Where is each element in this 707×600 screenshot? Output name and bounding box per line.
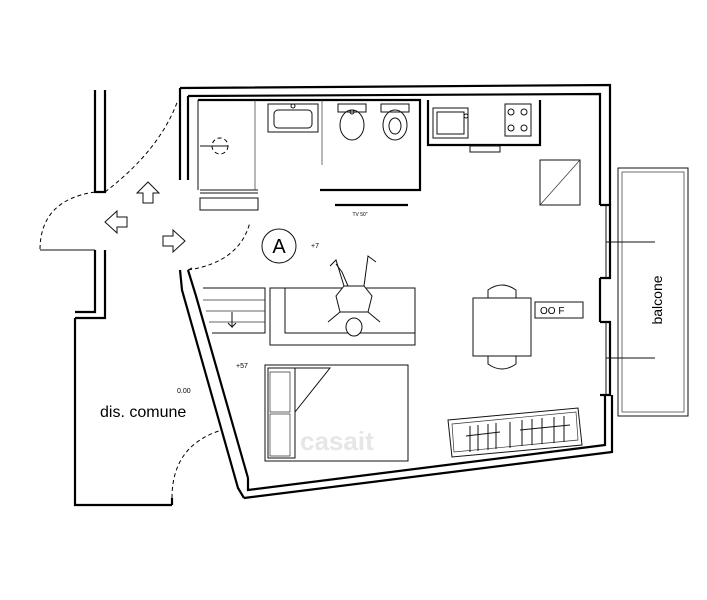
balcony-label: balcone <box>649 275 665 324</box>
fridge-label: OO F <box>540 306 564 317</box>
person-icon <box>327 255 381 337</box>
bed: +57 <box>236 363 409 462</box>
arrow-left-icon <box>104 209 128 235</box>
tv-unit: TV 50" <box>335 203 408 218</box>
wardrobe <box>447 407 583 458</box>
arrow-up-icon <box>135 181 161 204</box>
bidet-icon <box>337 103 367 141</box>
level-common: 0.00 <box>177 388 191 395</box>
balcony: balcone <box>606 167 689 417</box>
fridge: OO F <box>534 301 584 319</box>
shower-icon <box>200 137 229 155</box>
stairs <box>203 287 266 334</box>
arrow-right-icon <box>162 228 186 254</box>
bathroom <box>197 98 422 194</box>
sofa <box>269 287 416 346</box>
sink-icon <box>432 107 469 139</box>
level-bed: +57 <box>236 363 248 370</box>
level-room: +7 <box>311 243 319 250</box>
watermark: casait <box>300 426 374 456</box>
room-letter: A <box>272 236 286 258</box>
tv-label: TV 50" <box>352 212 367 218</box>
apartment-walls <box>178 83 614 500</box>
sink-icon <box>267 103 319 133</box>
corridor-walls <box>73 90 174 507</box>
kitchen <box>426 100 581 206</box>
common-area-label: dis. comune <box>100 404 186 421</box>
entry-door <box>187 197 259 271</box>
hangers <box>465 416 571 452</box>
hob-icon <box>504 103 532 137</box>
corridor-door <box>39 99 223 499</box>
dining-table <box>472 284 532 370</box>
toilet-icon <box>380 103 410 141</box>
room-marker: A +7 <box>261 228 319 264</box>
